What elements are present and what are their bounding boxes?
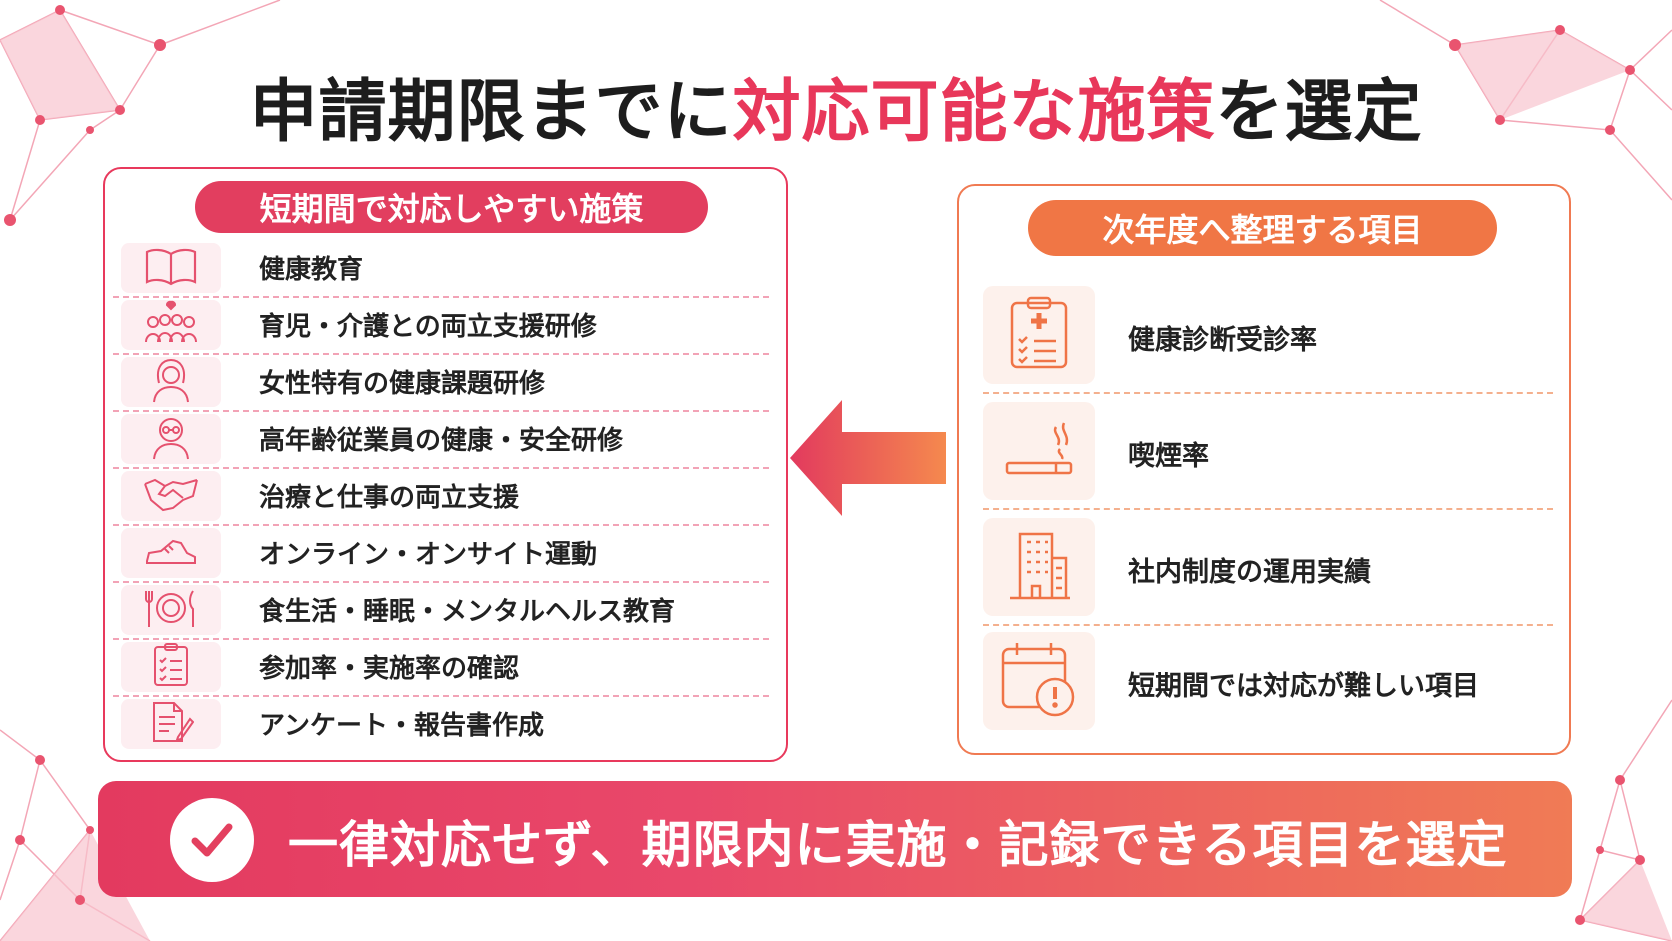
document-pen-icon: [148, 699, 195, 749]
title-suffix: を選定: [1215, 73, 1423, 152]
check-icon: [170, 798, 254, 882]
list-item-label: 女性特有の健康課題研修: [259, 369, 546, 399]
next-year-header: 次年度へ整理する項目: [1028, 200, 1497, 256]
checklist-icon: [151, 642, 191, 692]
list-item-label: 社内制度の運用実績: [1128, 557, 1371, 588]
handshake-icon: [143, 474, 199, 518]
medical-clipboard-icon: [1008, 295, 1070, 375]
list-item-label: 参加率・実施率の確認: [259, 654, 520, 684]
list-item-label: 高年齢従業員の健康・安全研修: [259, 426, 624, 456]
list-item: 参加率・実施率の確認: [113, 640, 769, 697]
list-item: アンケート・報告書作成: [121, 697, 769, 754]
list-item: 女性特有の健康課題研修: [113, 355, 769, 412]
list-item: オンライン・オンサイト運動: [113, 526, 769, 583]
short-term-measures-panel: 短期間で対応しやすい施策 健康教育 育児・介護との両立支援研修 女性特有の健康課…: [103, 167, 788, 762]
office-building-icon: [1006, 528, 1072, 606]
list-item: 健康教育: [113, 241, 769, 298]
list-item-label: 短期間では対応が難しい項目: [1128, 671, 1479, 702]
open-book-icon: [143, 246, 199, 290]
short-term-header: 短期間で対応しやすい施策: [195, 181, 708, 233]
list-item: 食生活・睡眠・メンタルヘルス教育: [113, 583, 769, 640]
title-prefix: 申請期限までに: [249, 73, 733, 152]
list-item-label: 喫煙率: [1128, 441, 1209, 472]
summary-banner: 一律対応せず、期限内に実施・記録できる項目を選定: [98, 781, 1572, 897]
cigarette-icon: [1004, 419, 1074, 483]
list-item: 短期間では対応が難しい項目: [983, 624, 1553, 740]
elderly-person-icon: [149, 414, 193, 464]
list-item-label: 食生活・睡眠・メンタルヘルス教育: [259, 597, 676, 627]
list-item: 治療と仕事の両立支援: [113, 469, 769, 526]
summary-text: 一律対応せず、期限内に実施・記録できる項目を選定: [288, 816, 1508, 874]
list-item-label: 健康診断受診率: [1128, 325, 1317, 356]
calendar-warning-icon: [999, 639, 1079, 723]
plate-cutlery-icon: [143, 587, 199, 633]
list-item: 育児・介護との両立支援研修: [113, 298, 769, 355]
title-highlight: 対応可能な施策: [732, 73, 1216, 152]
page-title: 申請期限までに対応可能な施策を選定: [0, 56, 1672, 155]
family-heart-icon: [143, 300, 199, 350]
list-item-label: 健康教育: [259, 255, 364, 285]
sneaker-icon: [143, 533, 199, 573]
left-arrow-icon: [790, 400, 946, 516]
list-item-label: 育児・介護との両立支援研修: [259, 312, 597, 342]
list-item: 社内制度の運用実績: [983, 510, 1553, 626]
list-item: 喫煙率: [983, 394, 1553, 510]
list-item: 高年齢従業員の健康・安全研修: [113, 412, 769, 469]
list-item: 健康診断受診率: [983, 278, 1553, 394]
list-item-label: 治療と仕事の両立支援: [259, 483, 520, 513]
next-year-items-panel: 次年度へ整理する項目 健康診断受診率 喫煙率 社内制度の運用実績 短期間では対応…: [957, 184, 1571, 755]
list-item-label: アンケート・報告書作成: [259, 711, 544, 741]
woman-icon: [149, 357, 193, 407]
list-item-label: オンライン・オンサイト運動: [259, 540, 598, 570]
